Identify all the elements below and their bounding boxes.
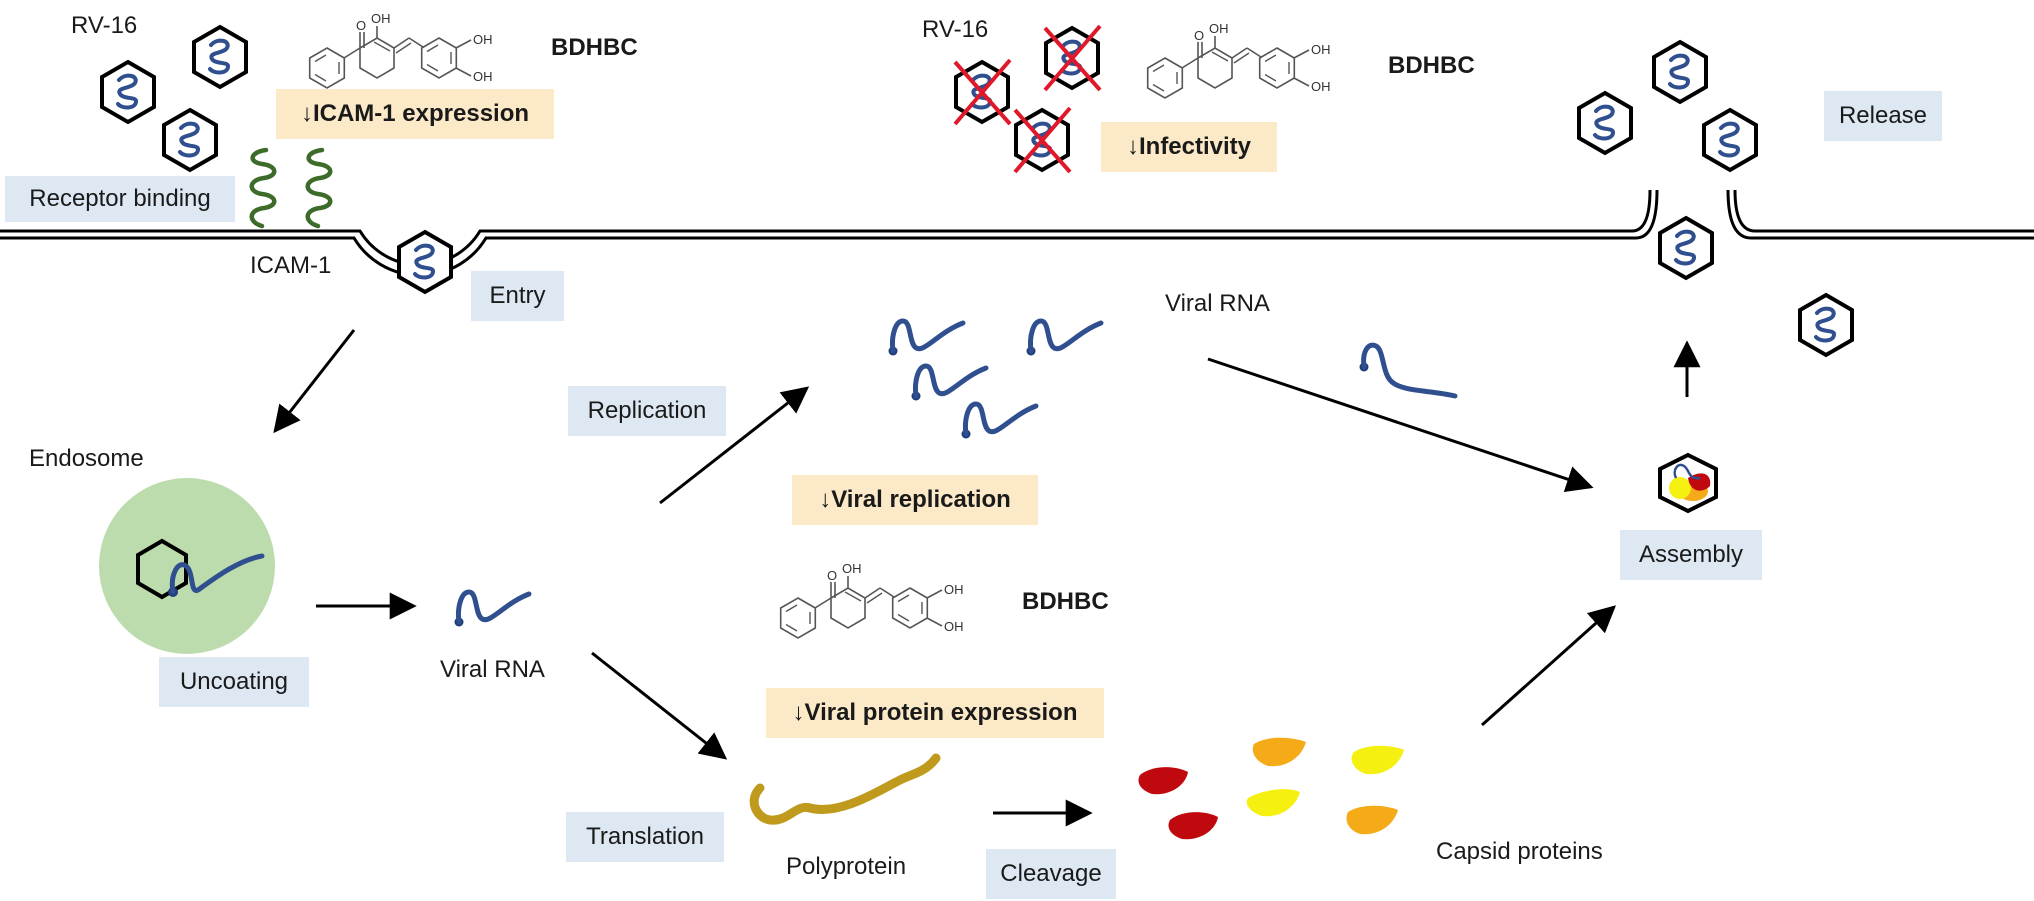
viral-rna-strand bbox=[889, 321, 964, 356]
step-assembly: Assembly bbox=[1620, 530, 1762, 580]
released-virion bbox=[1702, 108, 1758, 172]
bdhbc-molecule bbox=[1148, 21, 1331, 98]
viral-rna-label: Viral RNA bbox=[1165, 290, 1270, 317]
viral-rna-strand bbox=[455, 592, 530, 627]
inactivated-virion bbox=[1013, 106, 1072, 174]
bdhbc-label: BDHBC bbox=[1022, 588, 1109, 615]
viral-rna-strand bbox=[912, 366, 987, 401]
step-release: Release bbox=[1824, 91, 1942, 141]
icam1-receptor bbox=[249, 147, 333, 229]
capsid-proteins-label: Capsid proteins bbox=[1436, 838, 1603, 865]
viral-rna-strand bbox=[1027, 321, 1102, 356]
rv16-label: RV-16 bbox=[922, 16, 989, 43]
rv16-virion-entering bbox=[397, 230, 453, 294]
flow-arrows bbox=[273, 329, 1701, 827]
viral-rna-label: Viral RNA bbox=[440, 656, 545, 683]
polyprotein-strand bbox=[749, 753, 941, 825]
assembling-virion bbox=[1658, 452, 1718, 514]
bdhbc-label: BDHBC bbox=[551, 34, 638, 61]
viral-rna-strand bbox=[962, 404, 1037, 439]
polyprotein-label: Polyprotein bbox=[786, 853, 907, 880]
inactivated-virion bbox=[1043, 24, 1102, 92]
icam1-label: ICAM-1 bbox=[250, 252, 332, 279]
released-virion bbox=[1577, 91, 1633, 155]
effect-infectivity: ↓Infectivity bbox=[1101, 122, 1277, 172]
step-translation: Translation bbox=[566, 812, 724, 862]
step-uncoating: Uncoating bbox=[159, 657, 309, 707]
effect-viral-replication: ↓Viral replication bbox=[792, 475, 1038, 525]
capsid-proteins bbox=[1138, 737, 1404, 840]
rv16-virion bbox=[100, 60, 156, 124]
effect-icam1-expression: ↓ICAM-1 expression bbox=[276, 89, 554, 139]
bdhbc-molecule bbox=[781, 561, 964, 638]
step-replication: Replication bbox=[568, 386, 726, 436]
effect-viral-protein-expression: ↓Viral protein expression bbox=[766, 688, 1104, 738]
endosome-label: Endosome bbox=[29, 445, 144, 472]
bdhbc-molecule bbox=[310, 11, 493, 88]
rv16-virion bbox=[162, 108, 218, 172]
released-virion bbox=[1798, 293, 1854, 357]
rv16-label: RV-16 bbox=[71, 12, 138, 39]
rv16-virion bbox=[192, 25, 248, 89]
viral-rna-strand bbox=[1359, 342, 1458, 399]
step-receptor-binding: Receptor binding bbox=[5, 176, 235, 222]
bdhbc-label: BDHBC bbox=[1388, 52, 1475, 79]
step-entry: Entry bbox=[471, 271, 564, 321]
endosome bbox=[99, 478, 275, 654]
step-cleavage: Cleavage bbox=[986, 849, 1116, 899]
inactivated-virion bbox=[953, 58, 1012, 126]
released-virion bbox=[1652, 40, 1708, 104]
released-virion bbox=[1658, 216, 1714, 280]
